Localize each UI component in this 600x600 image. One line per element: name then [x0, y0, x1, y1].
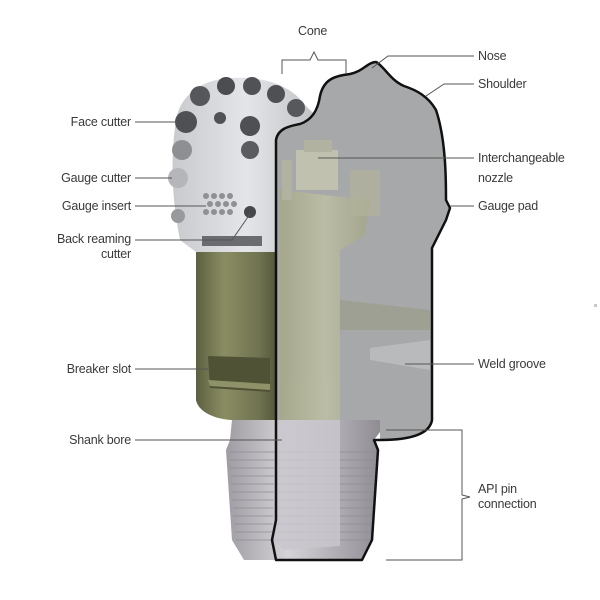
label-api-pin-connection-line1: API pin	[478, 482, 517, 496]
label-weld-groove: Weld groove	[478, 357, 546, 371]
label-shank-bore: Shank bore	[69, 433, 131, 447]
bit-body	[196, 252, 276, 420]
inner-bore	[280, 140, 430, 420]
label-nose: Nose	[478, 49, 507, 63]
api-pin-bracket	[386, 429, 471, 561]
label-api-pin-connection: API pin connection	[478, 482, 537, 512]
label-interchangeable-nozzle-line2: nozzle	[478, 171, 513, 185]
label-cone: Cone	[298, 24, 328, 38]
gauge-cutter-icon	[168, 168, 188, 188]
shank-bore-icon	[272, 420, 340, 550]
cutaway-outline	[270, 60, 452, 562]
label-interchangeable-nozzle: Interchangeable nozzle	[478, 151, 565, 186]
nozzle-icon	[296, 150, 338, 190]
label-shoulder: Shoulder	[478, 77, 527, 91]
back-reaming-cutter-icon	[244, 206, 256, 218]
face-cutter-icon	[175, 111, 197, 133]
weld-groove-icon	[370, 340, 430, 370]
label-gauge-insert: Gauge insert	[61, 199, 131, 213]
label-gauge-cutter: Gauge cutter	[61, 171, 131, 185]
label-face-cutter: Face cutter	[70, 115, 132, 129]
label-breaker-slot: Breaker slot	[66, 362, 131, 376]
gauge-insert-icon	[203, 193, 237, 215]
label-gauge-pad: Gauge pad	[478, 199, 539, 213]
leader-lines	[135, 50, 474, 561]
label-back-reaming-cutter: Back reaming cutter	[57, 232, 131, 262]
edge-mark	[594, 304, 597, 307]
cone-bracket	[281, 50, 347, 74]
label-back-reaming-cutter-line2: cutter	[100, 247, 131, 261]
label-interchangeable-nozzle-line1: Interchangeable	[478, 151, 565, 165]
label-back-reaming-cutter-line1: Back reaming	[56, 232, 131, 246]
label-api-pin-connection-line2: connection	[478, 497, 537, 511]
